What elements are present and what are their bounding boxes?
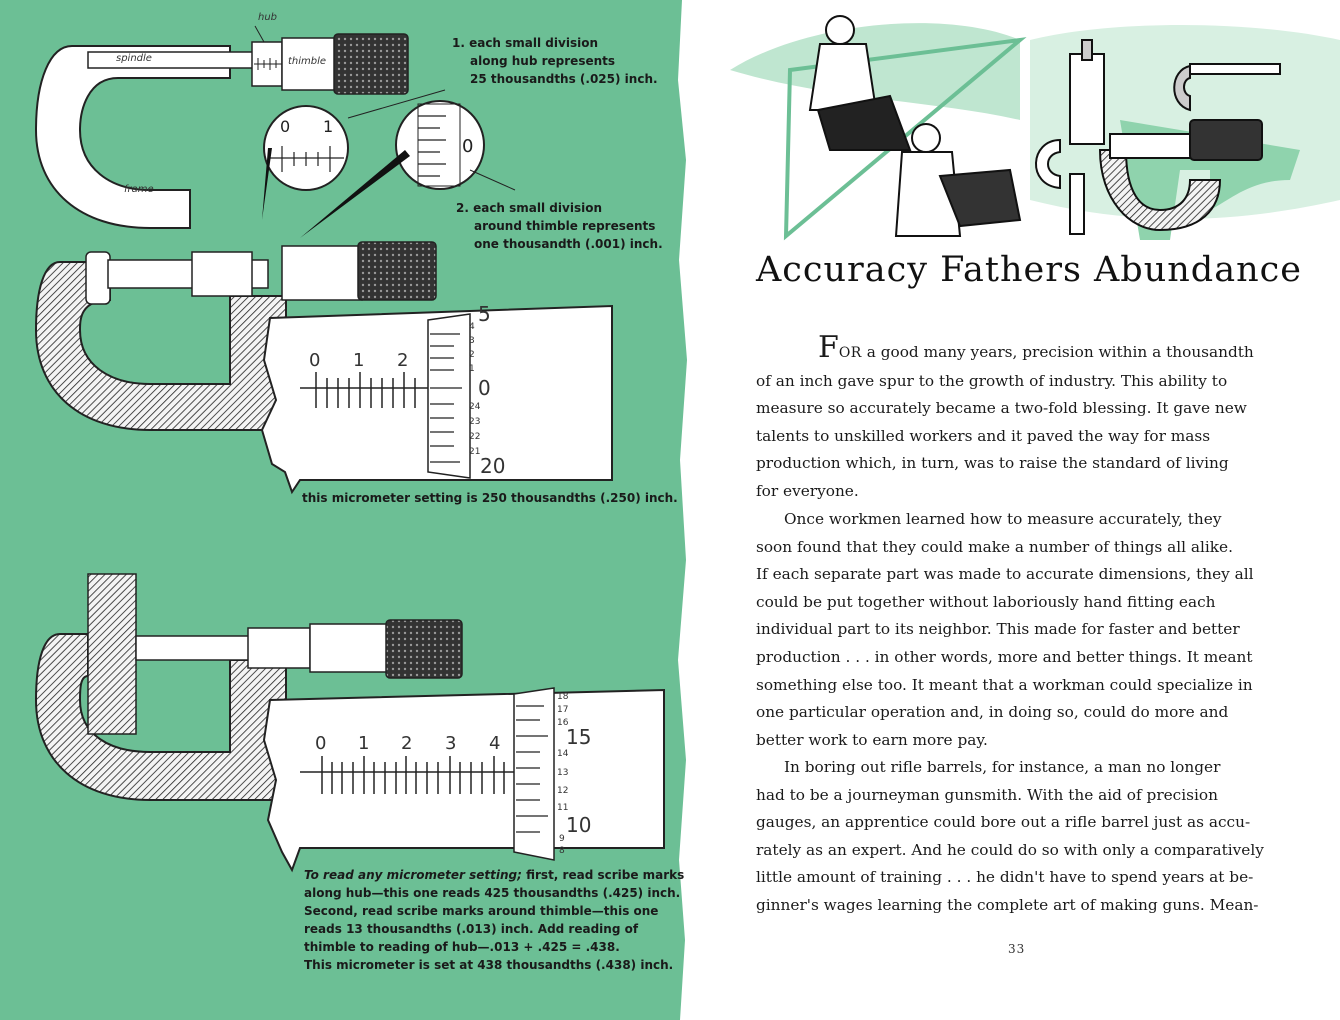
scale-diagram-2 [262,687,665,873]
scale2-thimble-17: 17 [557,705,569,715]
page-number: 33 [1008,942,1026,956]
scale2-hub-1: 1 [358,733,370,754]
scale2-thimble-10: 10 [566,813,592,837]
worker-man-figure [894,123,1022,237]
scale2-thimble-15: 15 [566,725,592,749]
paragraph-2: Once workmen learned how to measure accu… [756,510,1254,749]
scale1-thimble-22: 22 [469,432,481,442]
spindle-label: spindle [116,53,152,64]
left-page: 0 1 0 [0,0,687,1020]
scale1-thimble-4: 4 [469,322,475,332]
scale1-thimble-3: 3 [469,336,475,346]
small-caps-word: OR [838,345,862,361]
scale1-thimble-24: 24 [469,402,481,412]
scale2-hub-3: 3 [445,733,457,754]
scale1-thimble-1: 1 [469,364,475,374]
svg-text:0: 0 [462,136,473,157]
scale2-thimble-8: 8 [559,846,565,856]
scale1-hub-2: 2 [397,350,409,371]
tools-illustration [1035,39,1281,235]
reading-instructions: To read any micrometer setting; first, r… [304,868,685,972]
scale2-thimble-18: 18 [557,692,569,702]
note-thimble-division: 2. each small division around thimble re… [456,201,663,251]
scale2-thimble-14: 14 [557,749,569,759]
scale1-thimble-23: 23 [469,417,481,427]
scale2-thimble-13: 13 [557,768,569,778]
scale2-thimble-12: 12 [557,786,569,796]
setting-caption-250: this micrometer setting is 250 thousandt… [302,491,678,505]
scale1-hub-0: 0 [309,350,321,371]
scale2-thimble-16: 16 [557,718,569,728]
micrometer-illustrations: 0 1 0 [0,0,687,1020]
micrometer-diagram-3 [34,573,463,801]
header-illustration [730,15,1340,241]
thimble-label: thimble [288,56,327,67]
reading-lead: To read any micrometer setting; [304,868,522,882]
paragraph-3: In boring out rifle barrels, for instanc… [756,758,1264,914]
worker-woman-figure [808,15,912,151]
scale1-thimble-2: 2 [469,350,475,360]
hub-label: hub [258,12,278,23]
scale1-thimble-20: 20 [480,454,506,478]
scale-diagram-1 [260,304,613,495]
svg-text:1: 1 [323,117,333,136]
scale1-thimble-5: 5 [478,302,491,326]
scale1-thimble-21: 21 [469,447,481,457]
paragraph-1: FOR a good many years, precision within … [756,330,1254,500]
scale2-thimble-9: 9 [559,834,565,844]
right-page: Accuracy Fathers Abundance FOR a good ma… [690,0,1340,1020]
page-title: Accuracy Fathers Abundance [756,250,1302,290]
scale2-hub-2: 2 [401,733,413,754]
scale2-hub-4: 4 [489,733,501,754]
drop-cap: F [818,330,839,365]
note-hub-division: 1. each small division along hub represe… [452,36,658,86]
frame-label: frame [124,184,154,195]
scale2-hub-0: 0 [315,733,327,754]
svg-text:0: 0 [280,117,290,136]
scale1-thimble-0: 0 [478,376,491,400]
micrometer-diagram-1: 0 1 0 [34,25,516,238]
scale1-hub-1: 1 [353,350,365,371]
scale2-thimble-11: 11 [557,803,569,813]
